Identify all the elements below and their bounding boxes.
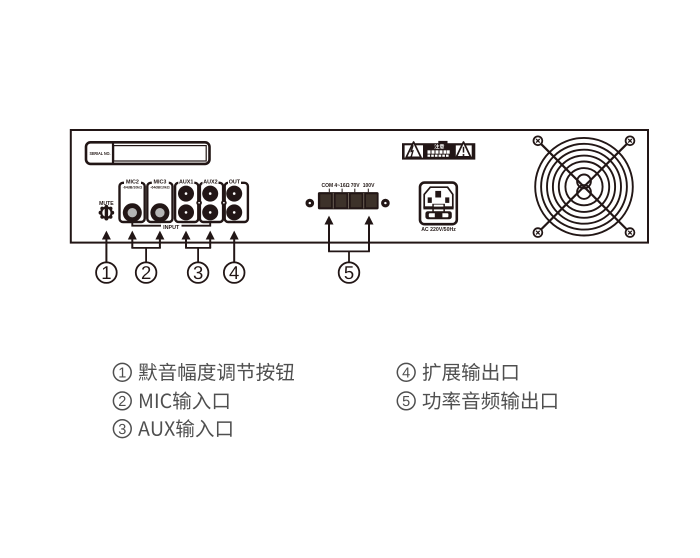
svg-text:AUX1: AUX1 [179,179,193,185]
svg-text:COM: COM [321,183,333,189]
svg-text:MIC2: MIC2 [126,179,139,185]
svg-text:1: 1 [101,262,111,283]
svg-text:AUX2: AUX2 [203,179,217,185]
svg-text:5: 5 [402,394,410,410]
svg-text:-64dB/10kΩ: -64dB/10kΩ [123,186,143,190]
svg-text:-64dB/10kΩ: -64dB/10kΩ [150,186,170,190]
svg-text:INPUT: INPUT [163,225,180,231]
svg-text:MUTE: MUTE [99,201,114,207]
svg-text:100V: 100V [363,183,375,189]
svg-text:3: 3 [193,262,203,283]
svg-text:AC 220V/50Hz: AC 220V/50Hz [421,227,456,233]
svg-text:1: 1 [118,365,126,381]
svg-text:5: 5 [344,262,354,283]
svg-text:SERIAL NO.: SERIAL NO. [90,151,111,156]
svg-text:4: 4 [229,262,239,283]
svg-text:2: 2 [141,262,151,283]
svg-text:3: 3 [118,422,126,438]
svg-text:70V: 70V [351,183,361,189]
svg-text:4: 4 [402,365,410,381]
svg-text:2: 2 [118,394,126,410]
svg-text:4~16Ω: 4~16Ω [334,183,349,189]
svg-text:MIC3: MIC3 [154,179,167,185]
svg-text:OUT: OUT [229,179,241,185]
